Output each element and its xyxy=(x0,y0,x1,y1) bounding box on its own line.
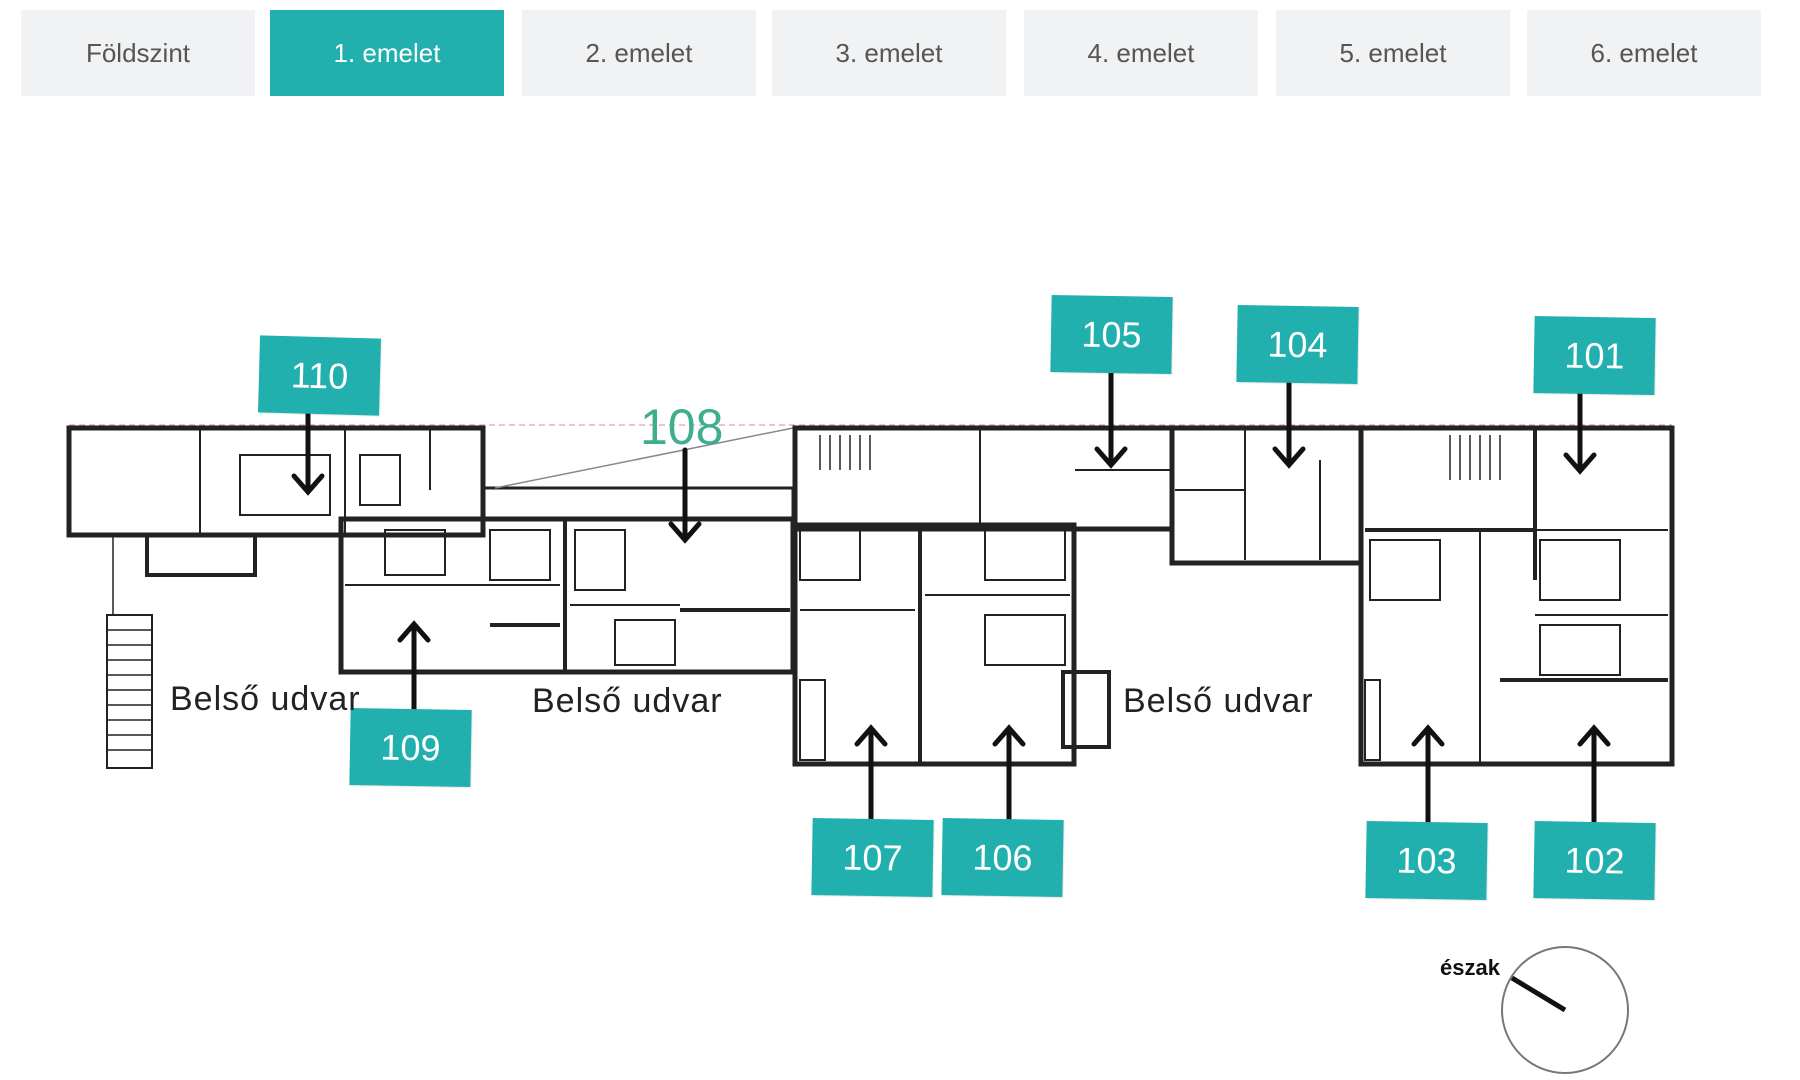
tab-5-emelet[interactable]: 5. emelet xyxy=(1276,10,1510,96)
north-compass-icon xyxy=(1501,946,1629,1074)
compass-label: észak xyxy=(1440,955,1500,980)
unit-108-label[interactable]: 108 xyxy=(640,399,724,455)
unit-109-label[interactable]: 109 xyxy=(349,707,472,788)
unit-105-label[interactable]: 105 xyxy=(1050,294,1173,375)
unit-arrows xyxy=(291,370,1611,825)
courtyard-label: Belső udvar xyxy=(532,682,723,720)
unit-106-label[interactable]: 106 xyxy=(941,817,1064,898)
unit-103-label[interactable]: 103 xyxy=(1365,820,1488,901)
unit-102-label[interactable]: 102 xyxy=(1533,820,1656,901)
unit-110-label[interactable]: 110 xyxy=(258,335,381,416)
unit-104-label[interactable]: 104 xyxy=(1236,304,1359,385)
unit-101-label[interactable]: 101 xyxy=(1533,315,1656,396)
unit-107-label[interactable]: 107 xyxy=(811,817,934,898)
courtyard-label: Belső udvar xyxy=(170,680,361,718)
tab-1-emelet[interactable]: 1. emelet xyxy=(270,10,504,96)
tab-2-emelet[interactable]: 2. emelet xyxy=(522,10,756,96)
tab-foldszint[interactable]: Földszint xyxy=(21,10,255,96)
courtyard-label: Belső udvar xyxy=(1123,682,1314,720)
tab-6-emelet[interactable]: 6. emelet xyxy=(1527,10,1761,96)
tab-4-emelet[interactable]: 4. emelet xyxy=(1024,10,1258,96)
tab-3-emelet[interactable]: 3. emelet xyxy=(772,10,1006,96)
